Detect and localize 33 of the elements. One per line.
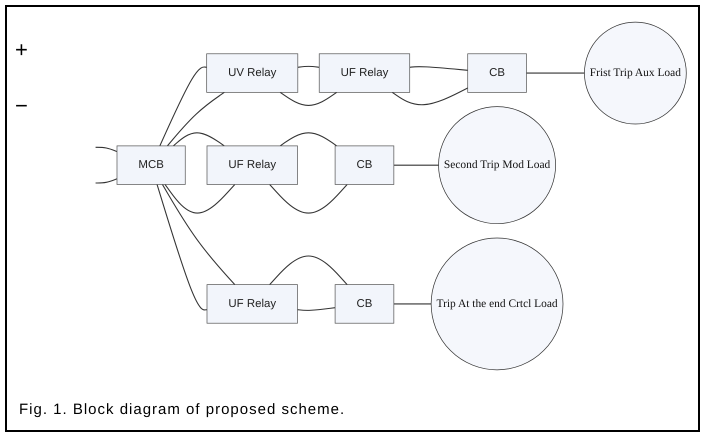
connector — [526, 72, 584, 74]
terminal-sign: − — [15, 93, 28, 119]
node-circle: Frist Trip Aux Load — [584, 22, 687, 124]
connector — [164, 184, 236, 214]
connector — [96, 178, 118, 184]
connector — [280, 92, 338, 106]
connector — [392, 88, 468, 106]
node-box: MCB — [116, 146, 186, 185]
connector — [166, 92, 225, 146]
node-box: UF Relay — [318, 53, 410, 93]
connector — [298, 66, 320, 68]
figure-caption: Fig. 1. Block diagram of proposed scheme. — [19, 401, 346, 418]
connector — [394, 303, 432, 304]
node-box: CB — [334, 284, 394, 324]
node-box: CB — [334, 146, 394, 185]
terminal-sign: + — [15, 37, 28, 63]
node-circle: Trip At the end Crtcl Load — [430, 238, 564, 370]
connector — [280, 132, 338, 146]
connector — [162, 184, 236, 285]
node-box: CB — [467, 53, 527, 93]
node-box: UF Relay — [206, 284, 298, 324]
node-box: UV Relay — [206, 53, 298, 93]
connector — [297, 307, 336, 311]
node-circle: Second Trip Mod Load — [438, 106, 556, 224]
connector — [156, 184, 208, 310]
node-box: UF Relay — [206, 146, 298, 185]
connector — [159, 66, 207, 146]
connector — [410, 66, 468, 71]
connector — [96, 146, 118, 152]
connector — [269, 184, 348, 214]
connector — [269, 255, 348, 285]
connector — [173, 132, 225, 146]
connector — [394, 164, 439, 166]
